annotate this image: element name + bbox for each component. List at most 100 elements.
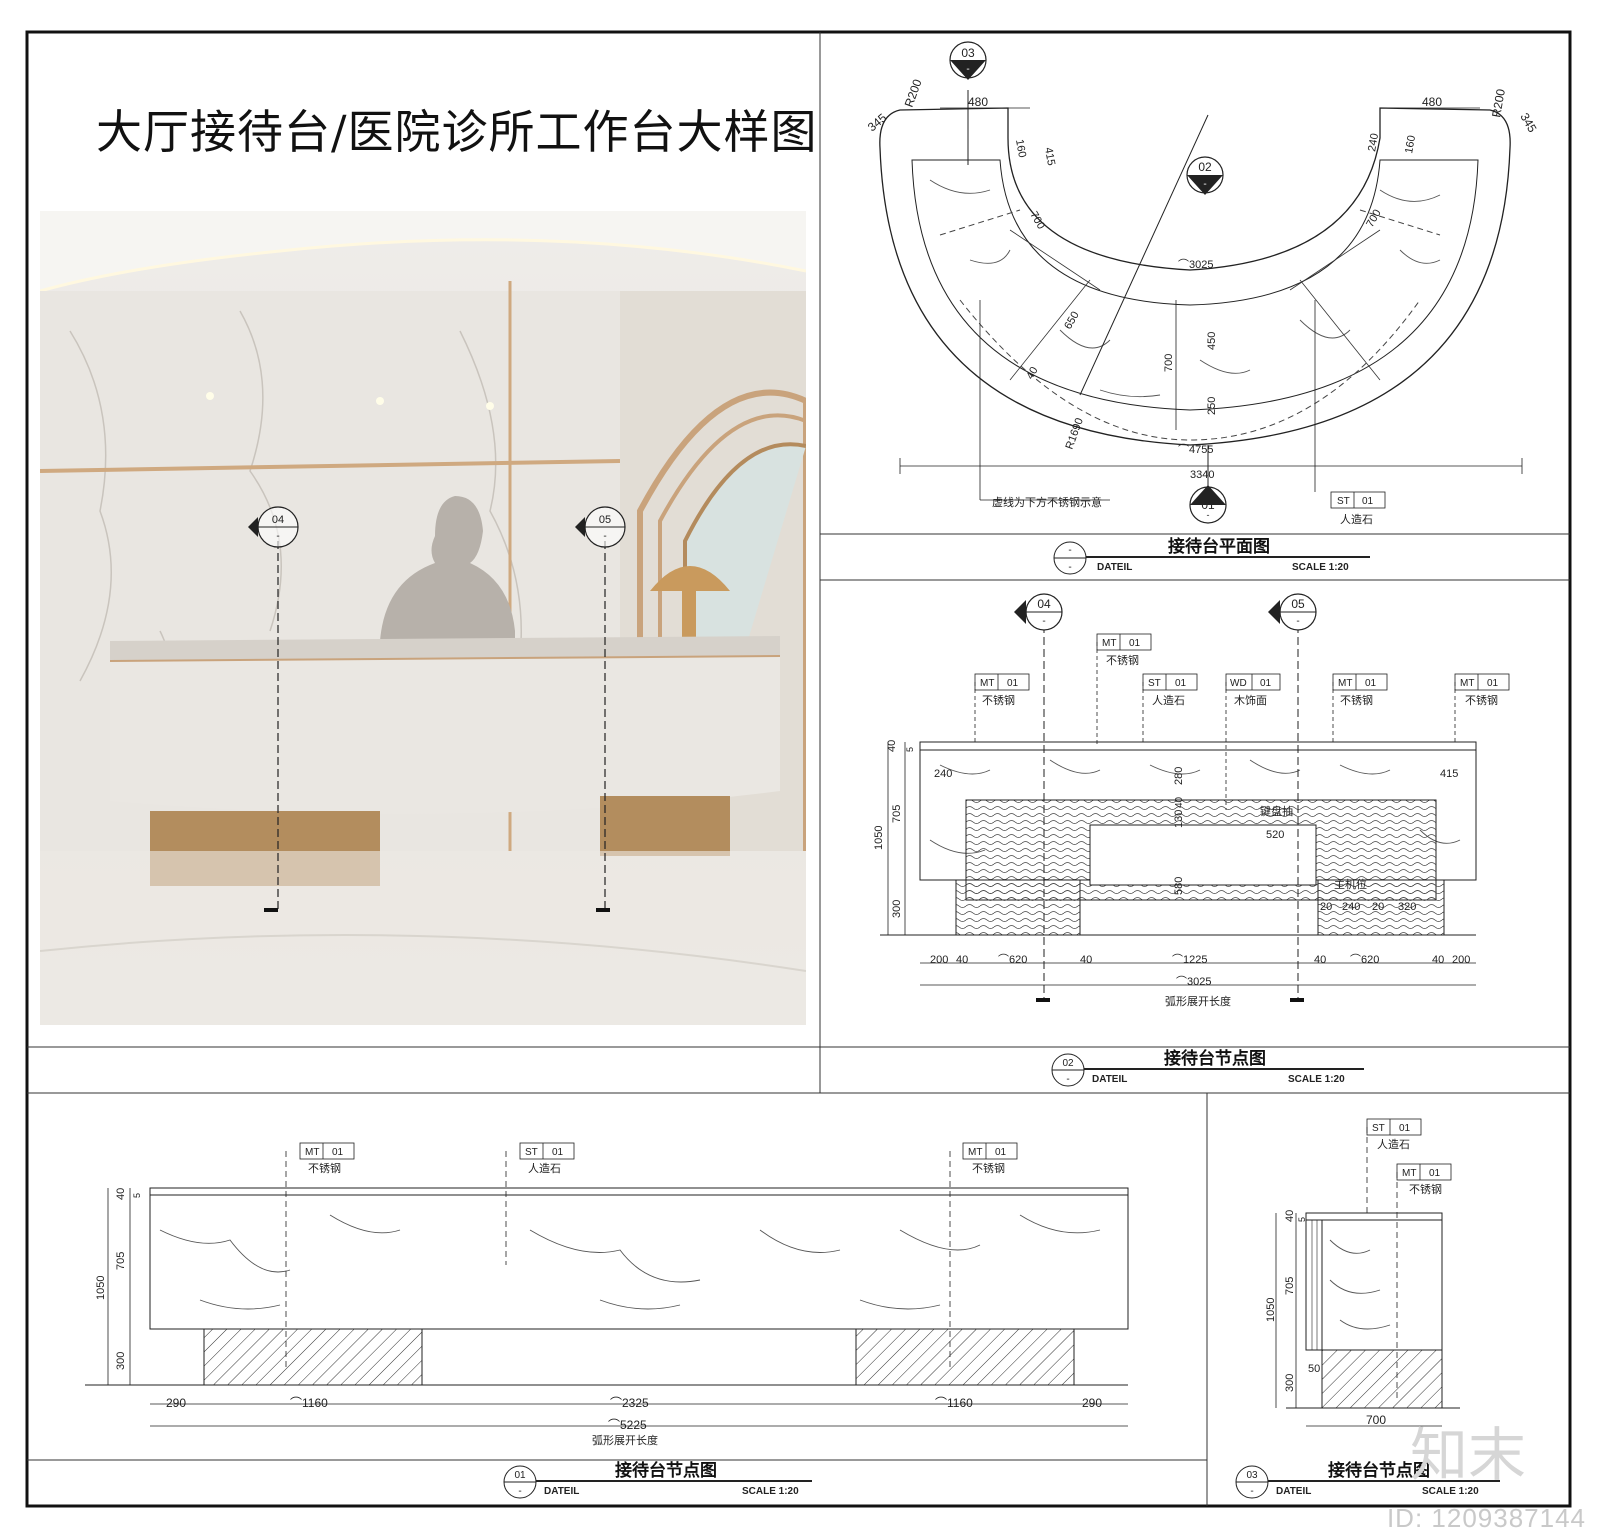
section02-dim-b40c: 40 — [1314, 954, 1326, 966]
section03-callout-1: ST 01 人造石 — [1366, 1118, 1422, 1216]
plan-dim-700-mid: 700 — [1163, 354, 1175, 372]
render-tag-04: 04 — [272, 514, 284, 526]
section02-keyboard-label: 键盘抽 — [1260, 804, 1293, 818]
plan-note-dashed-stainless: 虚线为下方不锈钢示意 — [992, 495, 1102, 509]
section02-dim-v40: 40 — [886, 740, 898, 752]
section02-dim-v5: 5 — [905, 747, 915, 752]
section03-title-sub: - — [1250, 1486, 1253, 1497]
svg-text:01: 01 — [1365, 678, 1377, 689]
section03-title-dateil: DATEIL — [1276, 1486, 1311, 1497]
section01-dim-v300: 300 — [115, 1352, 127, 1370]
section02-dim-240: 240 — [934, 768, 952, 780]
section03-callout-2: MT 01 不锈钢 — [1396, 1163, 1452, 1400]
section02-dim-b1225: ⌒1225 — [1172, 953, 1207, 966]
section02-dim-20a: 20 — [1320, 901, 1332, 913]
section02-title-sub: - — [1066, 1074, 1069, 1085]
section02-title-label: 接待台节点图 — [1164, 1048, 1266, 1068]
section03-title-scale: SCALE 1:20 — [1422, 1486, 1479, 1497]
section02-title-scale: SCALE 1:20 — [1288, 1074, 1345, 1085]
svg-text:不锈钢: 不锈钢 — [982, 694, 1015, 707]
plan-dim-r200-right: R200 — [1489, 88, 1508, 119]
section02-unfold-label: 弧形展开长度 — [1165, 994, 1231, 1008]
section02-dim-20b: 20 — [1372, 901, 1384, 913]
section01-unfold-label: 弧形展开长度 — [592, 1433, 658, 1447]
svg-text:ST: ST — [1148, 678, 1161, 689]
section02-dim-v300: 300 — [891, 900, 903, 918]
svg-text:01: 01 — [1487, 678, 1499, 689]
section02-dim-320: 320 — [1398, 901, 1416, 913]
plan-dim-480-left: 480 — [968, 95, 988, 109]
svg-text:不锈钢: 不锈钢 — [1106, 654, 1139, 667]
render-tag-05-sub: - — [603, 531, 606, 542]
section02-dim-130: 130 — [1173, 810, 1185, 828]
svg-text:01: 01 — [1129, 638, 1141, 649]
plan-dim-240: 240 — [1366, 132, 1381, 152]
section01-dim-1160-right: ⌒1160 — [935, 1396, 973, 1410]
section02-dim-b40d: 40 — [1432, 954, 1444, 966]
section01-title-sub: - — [518, 1486, 521, 1497]
section02-tag-05-sub: - — [1296, 616, 1299, 627]
section03-dim-v300: 300 — [1284, 1374, 1296, 1392]
section03-dim-50: 50 — [1308, 1363, 1320, 1375]
section02-dim-b3025: ⌒3025 — [1176, 975, 1211, 988]
section01-dim-v705: 705 — [115, 1252, 127, 1270]
section03-dim-v705: 705 — [1284, 1277, 1296, 1295]
plan-dim-450: 450 — [1206, 332, 1218, 350]
svg-text:MT: MT — [968, 1147, 982, 1158]
section02-tag-05: 05 — [1291, 597, 1305, 611]
plan-title-num: - — [1068, 545, 1071, 556]
render-tag-04-sub: - — [276, 531, 279, 542]
plan-dim-415: 415 — [1042, 146, 1057, 166]
plan-material-num: 01 — [1362, 496, 1374, 507]
section02-dim-580: 580 — [1173, 877, 1185, 895]
svg-text:MT: MT — [1460, 678, 1474, 689]
plan-tag-01-sub: - — [1207, 510, 1210, 520]
plan-tag-03-sub: - — [966, 64, 969, 75]
section01-dim-2325: ⌒2325 — [610, 1396, 649, 1410]
section02-callout-5: MT 01 不锈钢 — [1332, 673, 1388, 745]
svg-text:人造石: 人造石 — [1377, 1137, 1410, 1151]
svg-text:01: 01 — [1399, 1123, 1411, 1134]
section01-callout-3: MT 01 不锈钢 — [949, 1142, 1018, 1370]
svg-text:MT: MT — [1102, 638, 1116, 649]
svg-text:MT: MT — [1402, 1168, 1416, 1179]
section02-dim-240b: 240 — [1342, 901, 1360, 913]
svg-text:ST: ST — [1372, 1123, 1385, 1134]
svg-text:不锈钢: 不锈钢 — [308, 1162, 341, 1175]
section01-callout-1: MT 01 不锈钢 — [285, 1142, 355, 1370]
section01-title-dateil: DATEIL — [544, 1486, 579, 1497]
svg-text:01: 01 — [1260, 678, 1272, 689]
plan-dim-3340: 3340 — [1190, 469, 1214, 481]
section02-dim-40m: 40 — [1174, 796, 1185, 808]
plan-dim-arc-3025: ⌒3025 — [1178, 258, 1213, 271]
plan-dim-40: 40 — [1024, 365, 1041, 382]
svg-text:01: 01 — [332, 1147, 344, 1158]
svg-text:木饰面: 木饰面 — [1234, 693, 1267, 707]
svg-text:不锈钢: 不锈钢 — [1409, 1183, 1442, 1196]
plan-tag-02: 02 — [1198, 160, 1212, 174]
section02-callout-4: WD 01 木饰面 — [1225, 673, 1281, 810]
section02-callout-6: MT 01 不锈钢 — [1454, 673, 1510, 745]
svg-text:MT: MT — [1338, 678, 1352, 689]
section01-dim-v40: 40 — [115, 1188, 127, 1200]
section01-dim-v1050: 1050 — [95, 1276, 107, 1300]
reception-render-image: 04 - 05 - — [40, 211, 806, 1025]
svg-text:WD: WD — [1230, 678, 1247, 689]
plan-tag-02-sub: - — [1203, 179, 1206, 190]
section03-dim-v1050: 1050 — [1265, 1298, 1277, 1322]
section02-dim-v1050: 1050 — [873, 826, 885, 850]
plan-title-sub: - — [1068, 562, 1071, 573]
section02-callout-2: MT 01 不锈钢 — [974, 673, 1030, 745]
section01-callout-2: ST 01 人造石 — [505, 1142, 575, 1265]
svg-text:01: 01 — [552, 1147, 564, 1158]
plan-dim-160-left: 160 — [1013, 138, 1028, 158]
section02-dim-b40a: 40 — [956, 954, 968, 966]
svg-text:ST: ST — [525, 1147, 538, 1158]
section02-dim-b200-right: 200 — [1452, 954, 1470, 966]
svg-text:01: 01 — [1429, 1168, 1441, 1179]
plan-tag-03: 03 — [961, 46, 975, 60]
section02-title-dateil: DATEIL — [1092, 1074, 1127, 1085]
